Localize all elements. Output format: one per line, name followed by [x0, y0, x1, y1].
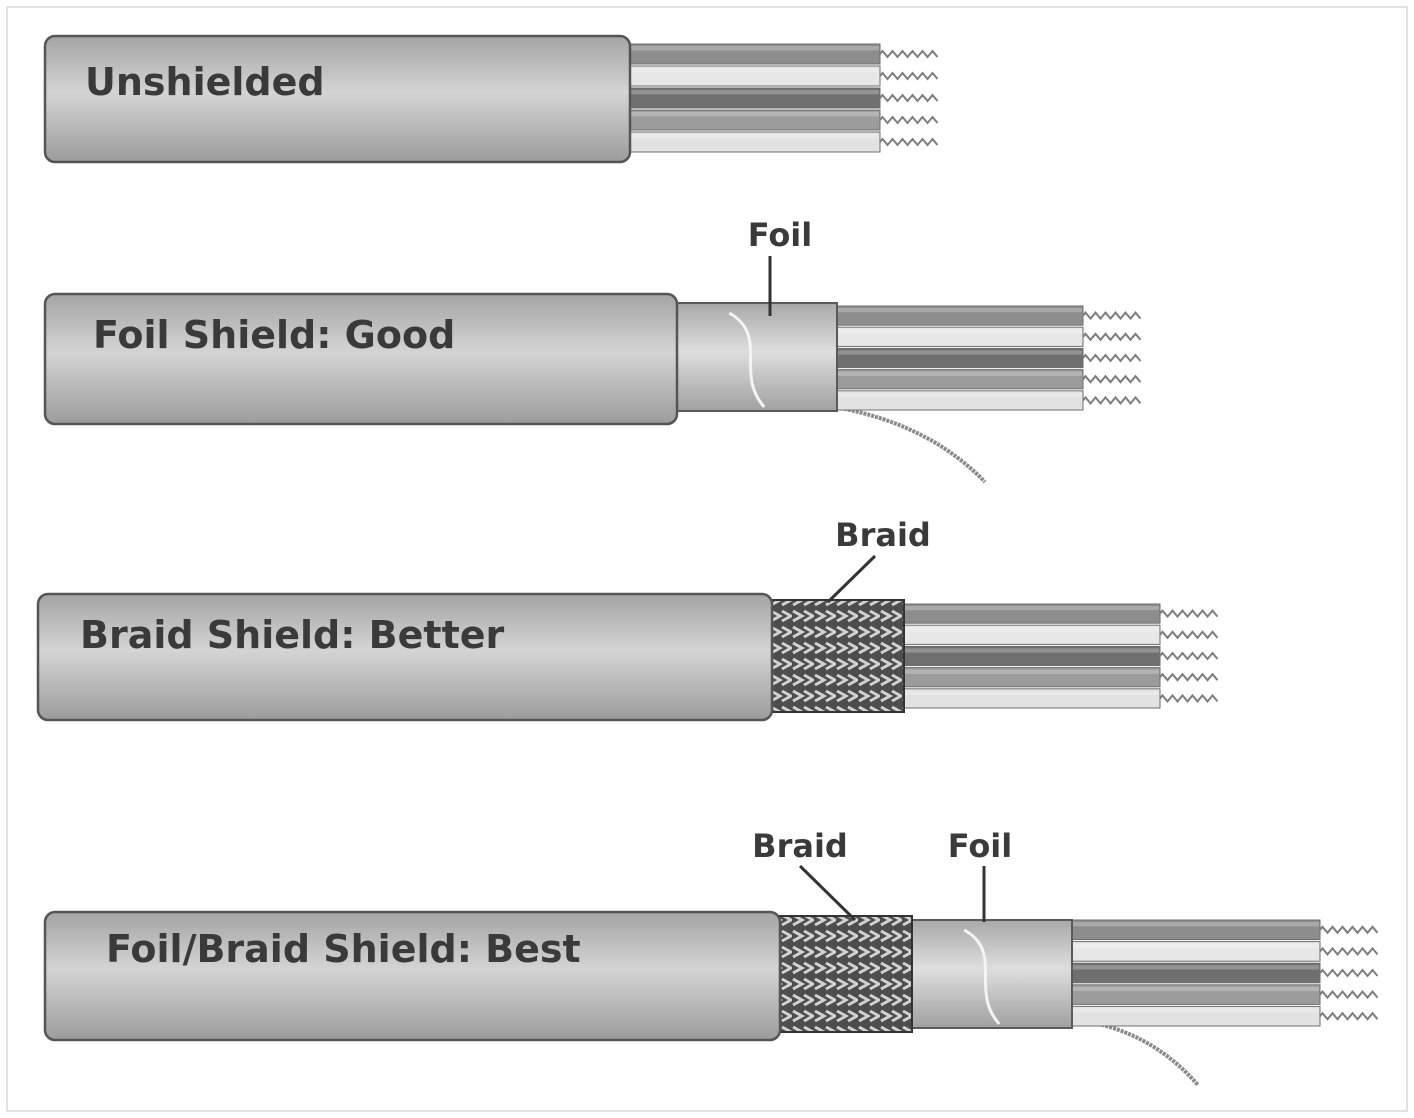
stranded-wire-tip	[1319, 968, 1379, 978]
conductor-highlight	[903, 690, 1159, 696]
conductor-highlight	[836, 350, 1082, 355]
outer-jacket	[36, 592, 774, 722]
stranded-wire-tip	[1159, 672, 1219, 682]
stranded-wire-tip	[1319, 925, 1379, 935]
cable-foil-shield: Foil Shield: Good Foil	[43, 216, 1142, 484]
foil-callout-label: Foil	[948, 827, 1012, 865]
conductor-highlight	[903, 648, 1159, 653]
stranded-wire-tip	[1159, 651, 1219, 661]
conductor-highlight	[1071, 965, 1319, 970]
conductor-highlight	[629, 112, 879, 117]
stranded-wire-tip	[1159, 693, 1219, 703]
conductor-highlight	[836, 329, 1082, 334]
foil-wrap-seam	[963, 928, 1001, 1025]
conductor-highlight	[629, 134, 879, 139]
conductor-highlight	[1071, 1008, 1319, 1013]
conductor-highlight	[903, 606, 1159, 611]
stranded-wire-tip	[879, 49, 939, 59]
stranded-wire-tip	[879, 137, 939, 147]
outer-jacket	[43, 34, 632, 164]
stranded-wire-tip	[1082, 374, 1142, 384]
stranded-wire-tip	[879, 115, 939, 125]
braid-shield	[777, 915, 913, 1033]
foil-wrap-seam	[728, 311, 766, 408]
conductor-highlight	[836, 392, 1082, 398]
conductor-highlight	[629, 90, 879, 95]
stranded-wire-tip	[879, 93, 939, 103]
stranded-wire-tip	[1159, 609, 1219, 619]
stranded-wire-tip	[879, 71, 939, 81]
stranded-wire-tip	[1082, 353, 1142, 363]
stranded-wire-tip	[1319, 946, 1379, 956]
braid-callout-leader	[826, 554, 877, 604]
stranded-wire-tip	[1082, 311, 1142, 321]
braid-callout-leader	[798, 864, 857, 922]
conductor-highlight	[836, 308, 1082, 313]
cable-unshielded: Unshielded	[43, 34, 939, 164]
cable-braid-shield: Braid Shield: Better Braid	[36, 516, 1219, 722]
braid-callout-label: Braid	[752, 827, 848, 865]
conductor-highlight	[1071, 986, 1319, 992]
stranded-wire-tip	[1319, 1011, 1379, 1021]
conductor-highlight	[903, 627, 1159, 632]
conductor-highlight	[1071, 922, 1319, 927]
braid-shield	[769, 599, 905, 713]
drain-wire	[1077, 1018, 1200, 1087]
conductor-highlight	[629, 68, 879, 73]
foil-callout-label: Foil	[748, 216, 812, 254]
outer-jacket	[43, 910, 782, 1042]
cable-label: Foil Shield: Good	[93, 313, 455, 357]
conductor-highlight	[903, 669, 1159, 674]
stranded-wire-tip	[1319, 990, 1379, 1000]
cable-label: Foil/Braid Shield: Best	[106, 927, 581, 971]
stranded-wire-tip	[1082, 332, 1142, 342]
drain-wire	[839, 406, 987, 484]
stranded-wire-tip	[1082, 395, 1142, 405]
outer-jacket	[43, 292, 679, 426]
conductor-highlight	[1071, 943, 1319, 948]
cable-label: Unshielded	[85, 60, 325, 104]
cable-label: Braid Shield: Better	[80, 613, 505, 657]
conductor-highlight	[629, 46, 879, 51]
stranded-wire-tip	[1159, 630, 1219, 640]
conductor-highlight	[836, 371, 1082, 376]
cable-foil-braid-shield: Foil/Braid Shield: Best Braid Foil	[43, 827, 1379, 1087]
braid-callout-label: Braid	[835, 516, 931, 554]
